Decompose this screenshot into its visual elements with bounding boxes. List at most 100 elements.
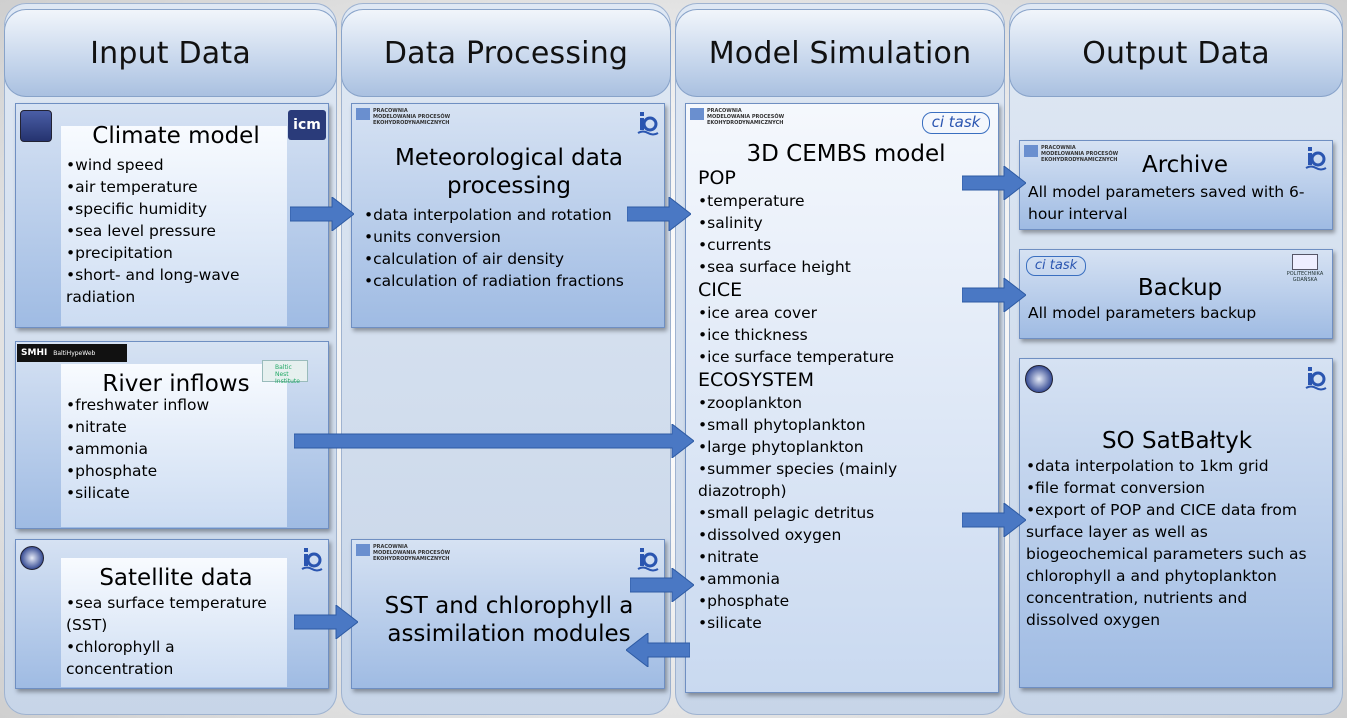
icm-logo: icm: [288, 110, 326, 140]
climate-item: sea level pressure: [66, 220, 290, 242]
satellite-data-box: Satellite data sea surface temperature (…: [15, 539, 329, 689]
ecosystem-item: nitrate: [698, 546, 996, 568]
baltic-nest-logo: Baltic Nest Institute: [262, 360, 308, 385]
climate-list: wind speed air temperature specific humi…: [66, 154, 290, 308]
cice-item: ice surface temperature: [698, 346, 996, 368]
climate-item: wind speed: [66, 154, 290, 176]
assimilation-title: SST and chlorophyll a assimilation modul…: [384, 593, 634, 647]
politechnika-logo: POLITECHNIKA GDAŃSKA: [1282, 254, 1328, 283]
ib-logo-satellite: [301, 548, 323, 572]
lab-logo-line1: PRACOWNIA: [373, 108, 408, 114]
task-logo-backup: ci task: [1026, 256, 1086, 276]
ecosystem-item: small pelagic detritus: [698, 502, 996, 524]
lab-logo-line2: MODELOWANIA PROCESÓW: [373, 114, 451, 120]
ib-logo-satbaltyk: [1305, 367, 1327, 391]
arrow-right-icon: [290, 197, 354, 231]
climate-item: precipitation: [66, 242, 290, 264]
meteo-item: units conversion: [364, 226, 660, 248]
arrow-right-icon: [294, 605, 358, 639]
meteo-item: calculation of radiation fractions: [364, 270, 660, 292]
lab-logo-archive: PRACOWNIA MODELOWANIA PROCESÓW EKOHYDROD…: [1024, 145, 1144, 163]
lab-logo-line1: PRACOWNIA: [1041, 145, 1076, 151]
pop-label: POP: [698, 167, 736, 189]
satellite-list: sea surface temperature (SST) chlorophyl…: [66, 592, 292, 680]
satbaltyk-box: SO SatBałtyk data interpolation to 1km g…: [1019, 358, 1333, 688]
smhi-logo-sub: BaltiHypeWeb: [53, 350, 96, 357]
climate-item: air temperature: [66, 176, 290, 198]
ecosystem-item: ammonia: [698, 568, 996, 590]
satbaltyk-item: data interpolation to 1km grid: [1026, 455, 1328, 477]
lab-logo-line2: MODELOWANIA PROCESÓW: [373, 550, 451, 556]
satbaltyk-list: data interpolation to 1km grid file form…: [1026, 455, 1328, 631]
ecosystem-item: phosphate: [698, 590, 996, 612]
archive-box: PRACOWNIA MODELOWANIA PROCESÓW EKOHYDROD…: [1019, 140, 1333, 230]
ecosystem-label: ECOSYSTEM: [698, 369, 814, 391]
icm-logo-text: icm: [293, 117, 321, 133]
lab-logo-line2: MODELOWANIA PROCESÓW: [1041, 151, 1119, 157]
lab-logo-line1: PRACOWNIA: [707, 108, 742, 114]
ecosystem-item: large phytoplankton: [698, 436, 996, 458]
ecosystem-item: small phytoplankton: [698, 414, 996, 436]
river-list: freshwater inflow nitrate ammonia phosph…: [66, 394, 290, 504]
lab-logo-assim: PRACOWNIA MODELOWANIA PROCESÓW EKOHYDROD…: [356, 544, 476, 562]
meteo-processing-box: PRACOWNIA MODELOWANIA PROCESÓW EKOHYDROD…: [351, 103, 665, 328]
column-header-processing: Data Processing: [341, 9, 671, 97]
column-header-output: Output Data: [1009, 9, 1343, 97]
cembs-content: POP temperature salinity currents sea su…: [698, 166, 996, 634]
river-item: ammonia: [66, 438, 290, 460]
lab-logo-line3: EKOHYDRODYNAMICZNYCH: [707, 120, 784, 126]
crest-logo-climate: [20, 110, 52, 142]
politechnika-logo-text: POLITECHNIKA GDAŃSKA: [1286, 271, 1324, 283]
pop-item: salinity: [698, 212, 996, 234]
meteo-title: Meteorological data processing: [395, 145, 623, 199]
arrow-right-icon: [962, 503, 1026, 537]
baltic-nest-line1: Baltic Nest: [275, 364, 292, 378]
lab-logo-meteo: PRACOWNIA MODELOWANIA PROCESÓW EKOHYDROD…: [356, 108, 476, 126]
meteo-item: data interpolation and rotation: [364, 204, 660, 226]
satbaltyk-item: export of POP and CICE data from surface…: [1026, 499, 1316, 631]
archive-title: Archive: [1141, 152, 1229, 178]
column-title-processing: Data Processing: [383, 35, 629, 71]
ecosystem-item: zooplankton: [698, 392, 996, 414]
lab-logo-line3: EKOHYDRODYNAMICZNYCH: [1041, 157, 1118, 163]
river-item: nitrate: [66, 416, 290, 438]
satbaltyk-title: SO SatBałtyk: [1101, 428, 1253, 454]
task-logo-text: ci task: [931, 113, 981, 131]
smhi-logo-text: SMHI: [21, 348, 48, 358]
meteo-list: data interpolation and rotation units co…: [364, 204, 660, 292]
backup-box: ci task POLITECHNIKA GDAŃSKA Backup All …: [1019, 249, 1333, 339]
baltic-nest-line2: Institute: [275, 378, 300, 385]
lab-logo-cembs: PRACOWNIA MODELOWANIA PROCESÓW EKOHYDROD…: [690, 108, 810, 126]
river-item: freshwater inflow: [66, 394, 290, 416]
pop-item: currents: [698, 234, 996, 256]
column-header-input: Input Data: [4, 9, 337, 97]
cice-item: ice area cover: [698, 302, 996, 324]
column-title-output: Output Data: [1082, 35, 1270, 71]
arrow-right-icon: [962, 278, 1026, 312]
task-logo-cembs: ci task: [922, 112, 990, 134]
column-title-simulation: Model Simulation: [708, 35, 972, 71]
ib-logo-meteo: [637, 112, 659, 136]
backup-text: All model parameters backup: [1028, 304, 1257, 322]
column-title-input: Input Data: [90, 35, 251, 71]
satellite-item: sea surface temperature (SST): [66, 592, 290, 636]
satellite-item: chlorophyll a concentration: [66, 636, 226, 680]
pop-item: sea surface height: [698, 256, 996, 278]
river-inflows-box: SMHI BaltiHypeWeb Baltic Nest Institute …: [15, 341, 329, 529]
lab-logo-line3: EKOHYDRODYNAMICZNYCH: [373, 120, 450, 126]
cice-label: CICE: [698, 279, 743, 301]
climate-title: Climate model: [92, 123, 260, 149]
pop-item: temperature: [698, 190, 996, 212]
column-header-simulation: Model Simulation: [675, 9, 1005, 97]
river-item: phosphate: [66, 460, 290, 482]
smhi-logo: SMHI BaltiHypeWeb: [17, 344, 127, 362]
ecosystem-item: dissolved oxygen: [698, 524, 996, 546]
ecosystem-item: summer species (mainly diazotroph): [698, 458, 918, 502]
arrow-right-icon: [630, 568, 694, 602]
satellite-title: Satellite data: [99, 565, 253, 591]
backup-title: Backup: [1137, 275, 1223, 301]
arrow-right-icon: [294, 424, 694, 458]
lab-logo-line3: EKOHYDRODYNAMICZNYCH: [373, 556, 450, 562]
climate-item: specific humidity: [66, 198, 290, 220]
arrow-left-icon: [626, 633, 690, 667]
